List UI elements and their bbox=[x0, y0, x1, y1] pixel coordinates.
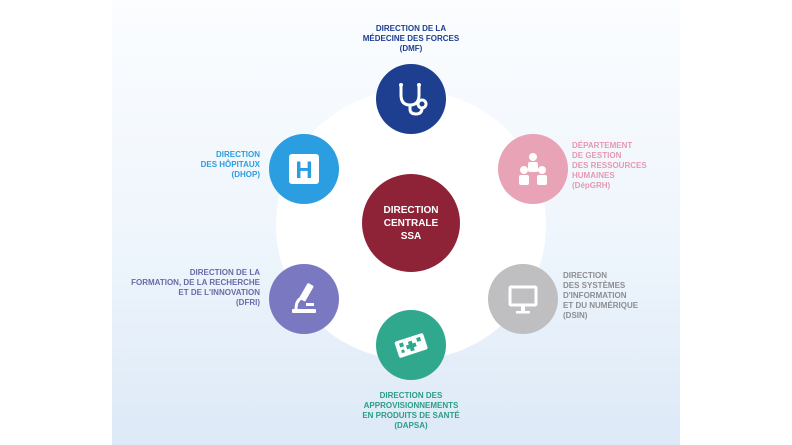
label-depgrh: DÉPARTEMENT DE GESTION DES RESSOURCES HU… bbox=[572, 141, 672, 191]
label-dfri-line-3: ET DE L'INNOVATION bbox=[178, 288, 260, 297]
label-depgrh-line-3: DES RESSOURCES bbox=[572, 161, 647, 170]
label-dmf-line-3: (DMF) bbox=[399, 44, 423, 53]
label-dapsa-line-1: DIRECTION DES bbox=[379, 391, 443, 400]
people-icon bbox=[519, 153, 547, 185]
node-dapsa bbox=[376, 310, 446, 380]
label-depgrh-line-1: DÉPARTEMENT bbox=[572, 141, 633, 150]
center-line-1: DIRECTION bbox=[383, 204, 439, 216]
center-line-3: SSA bbox=[400, 230, 422, 242]
label-depgrh-line-4: HUMAINES bbox=[572, 171, 615, 180]
medical-kit-icon bbox=[394, 333, 428, 358]
label-dsin-line-5: (DSIN) bbox=[563, 311, 588, 320]
center-line-2: CENTRALE bbox=[383, 217, 439, 229]
microscope-icon bbox=[292, 283, 316, 313]
node-dhop: H bbox=[269, 134, 339, 204]
center-node: DIRECTION CENTRALE SSA bbox=[362, 174, 460, 272]
label-dapsa-line-2: APPROVISIONNEMENTS bbox=[363, 401, 459, 410]
node-dfri bbox=[269, 264, 339, 334]
label-dfri-line-2: FORMATION, DE LA RECHERCHE bbox=[131, 278, 260, 287]
label-dsin-line-2: DES SYSTÈMES bbox=[563, 281, 626, 290]
label-depgrh-line-5: (DépGRH) bbox=[572, 181, 611, 190]
label-dsin-line-1: DIRECTION bbox=[563, 271, 607, 280]
label-dfri-line-4: (DFRI) bbox=[236, 298, 260, 307]
label-dapsa-line-3: EN PRODUITS DE SANTÉ bbox=[362, 411, 460, 420]
label-dhop-line-1: DIRECTION bbox=[216, 150, 260, 159]
label-dhop: DIRECTION DES HÔPITAUX (DHOP) bbox=[172, 150, 260, 180]
label-dhop-line-2: DES HÔPITAUX bbox=[200, 160, 260, 169]
node-dmf bbox=[376, 64, 446, 134]
monitor-icon bbox=[508, 285, 538, 314]
label-dfri: DIRECTION DE LA FORMATION, DE LA RECHERC… bbox=[112, 268, 260, 308]
label-dhop-line-3: (DHOP) bbox=[231, 170, 260, 179]
node-depgrh bbox=[498, 134, 568, 204]
label-dsin: DIRECTION DES SYSTÈMES D'INFORMATION ET … bbox=[563, 271, 673, 321]
hospital-icon: H bbox=[289, 154, 319, 184]
node-dsin bbox=[488, 264, 558, 334]
label-dsin-line-4: ET DU NUMÉRIQUE bbox=[563, 301, 639, 310]
label-dmf: DIRECTION DE LA MÉDECINE DES FORCES (DMF… bbox=[306, 24, 516, 54]
label-dmf-line-2: MÉDECINE DES FORCES bbox=[362, 34, 460, 43]
label-dapsa: DIRECTION DES APPROVISIONNEMENTS EN PROD… bbox=[306, 391, 516, 431]
label-dmf-line-1: DIRECTION DE LA bbox=[375, 24, 447, 33]
hospital-icon-letter: H bbox=[295, 157, 312, 184]
label-dsin-line-3: D'INFORMATION bbox=[563, 291, 627, 300]
label-dfri-line-1: DIRECTION DE LA bbox=[189, 268, 260, 277]
label-depgrh-line-2: DE GESTION bbox=[572, 151, 622, 160]
org-diagram: DIRECTION CENTRALE SSA DIRECTION DE LA M… bbox=[112, 0, 680, 445]
stethoscope-icon bbox=[399, 83, 428, 116]
label-dapsa-line-4: (DAPSA) bbox=[394, 421, 428, 430]
